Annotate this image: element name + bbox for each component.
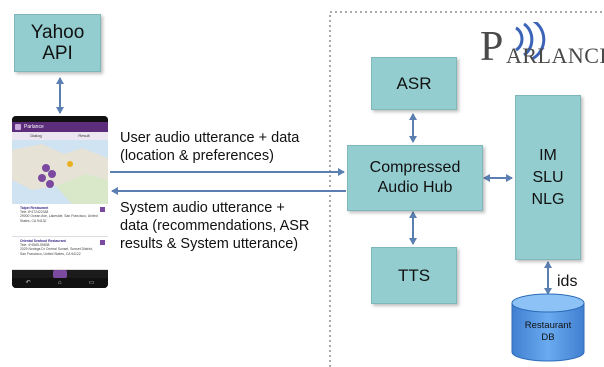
app-title: Parlance [24,124,44,130]
tab-result[interactable]: Result [78,133,90,138]
restaurant-address: 2029 Noriega Dr Central Sunset, Sunset D… [20,247,93,256]
logo-rest: ARLANCE [506,43,604,68]
tab-dialog[interactable]: Dialog [30,133,42,138]
map-graphic [12,144,108,204]
hub-label: Compressed Audio Hub [369,159,461,196]
home-icon[interactable]: ⌂ [57,280,62,286]
phone-tabs: Dialog Result [12,132,108,140]
user-utterance-label: User audio utterance + data (location & … [120,130,300,164]
restaurant-db-label: Restaurant DB [524,320,572,343]
restaurant-db-cylinder [511,293,585,362]
list-action-icon[interactable] [100,207,105,212]
system-boundary [329,11,604,367]
phone-status-bar [12,116,108,122]
phone-app-bar: Parlance [12,122,108,132]
tts-node: TTS [371,247,457,304]
logo-initial: P [480,24,504,70]
sound-waves-icon [515,22,546,61]
list-item[interactable]: Oriental Seafood Restaurant Tele: 4*4565… [12,237,108,270]
ids-label: ids [557,273,578,290]
parlance-logo: P ARLANCE [480,22,604,72]
restaurant-name: Taipei Restaurant [20,206,49,210]
asr-node: ASR [371,57,457,110]
microphone-button[interactable] [53,270,67,278]
phone-nav-bar: ↶ ⌂ ▭ [12,278,108,288]
im-slu-nlg-label: IM SLU NLG [531,146,565,208]
system-utterance-label: System audio utterance + data (recommend… [120,200,310,252]
phone-app-screenshot: Parlance Dialog Result Taipei Restaurant… [12,116,108,288]
back-icon[interactable]: ↶ [25,280,31,286]
im-slu-nlg-node: IM SLU NLG [515,95,581,260]
restaurant-name: Oriental Seafood Restaurant [20,239,66,243]
asr-label: ASR [396,73,432,93]
yahoo-api-node: Yahoo API [14,14,101,72]
yahoo-api-label: Yahoo API [30,22,85,64]
restaurant-address: 29000 Ocean Ave, Lakeside, San Francisco… [20,214,98,223]
list-item[interactable]: Taipei Restaurant Tele: 8*472422338 2900… [12,204,108,237]
tts-label: TTS [397,265,431,285]
restaurant-tel: Tele: 8*472422338 [20,210,49,215]
app-logo-icon [15,124,21,130]
restaurant-tel: Tele: 4*4565-59838 [20,243,50,248]
list-action-icon[interactable] [100,240,105,245]
phone-map [12,140,108,204]
phone-result-list: Taipei Restaurant Tele: 8*472422338 2900… [12,204,108,270]
recent-apps-icon[interactable]: ▭ [88,280,95,286]
compressed-audio-hub-node: Compressed Audio Hub [347,145,483,211]
